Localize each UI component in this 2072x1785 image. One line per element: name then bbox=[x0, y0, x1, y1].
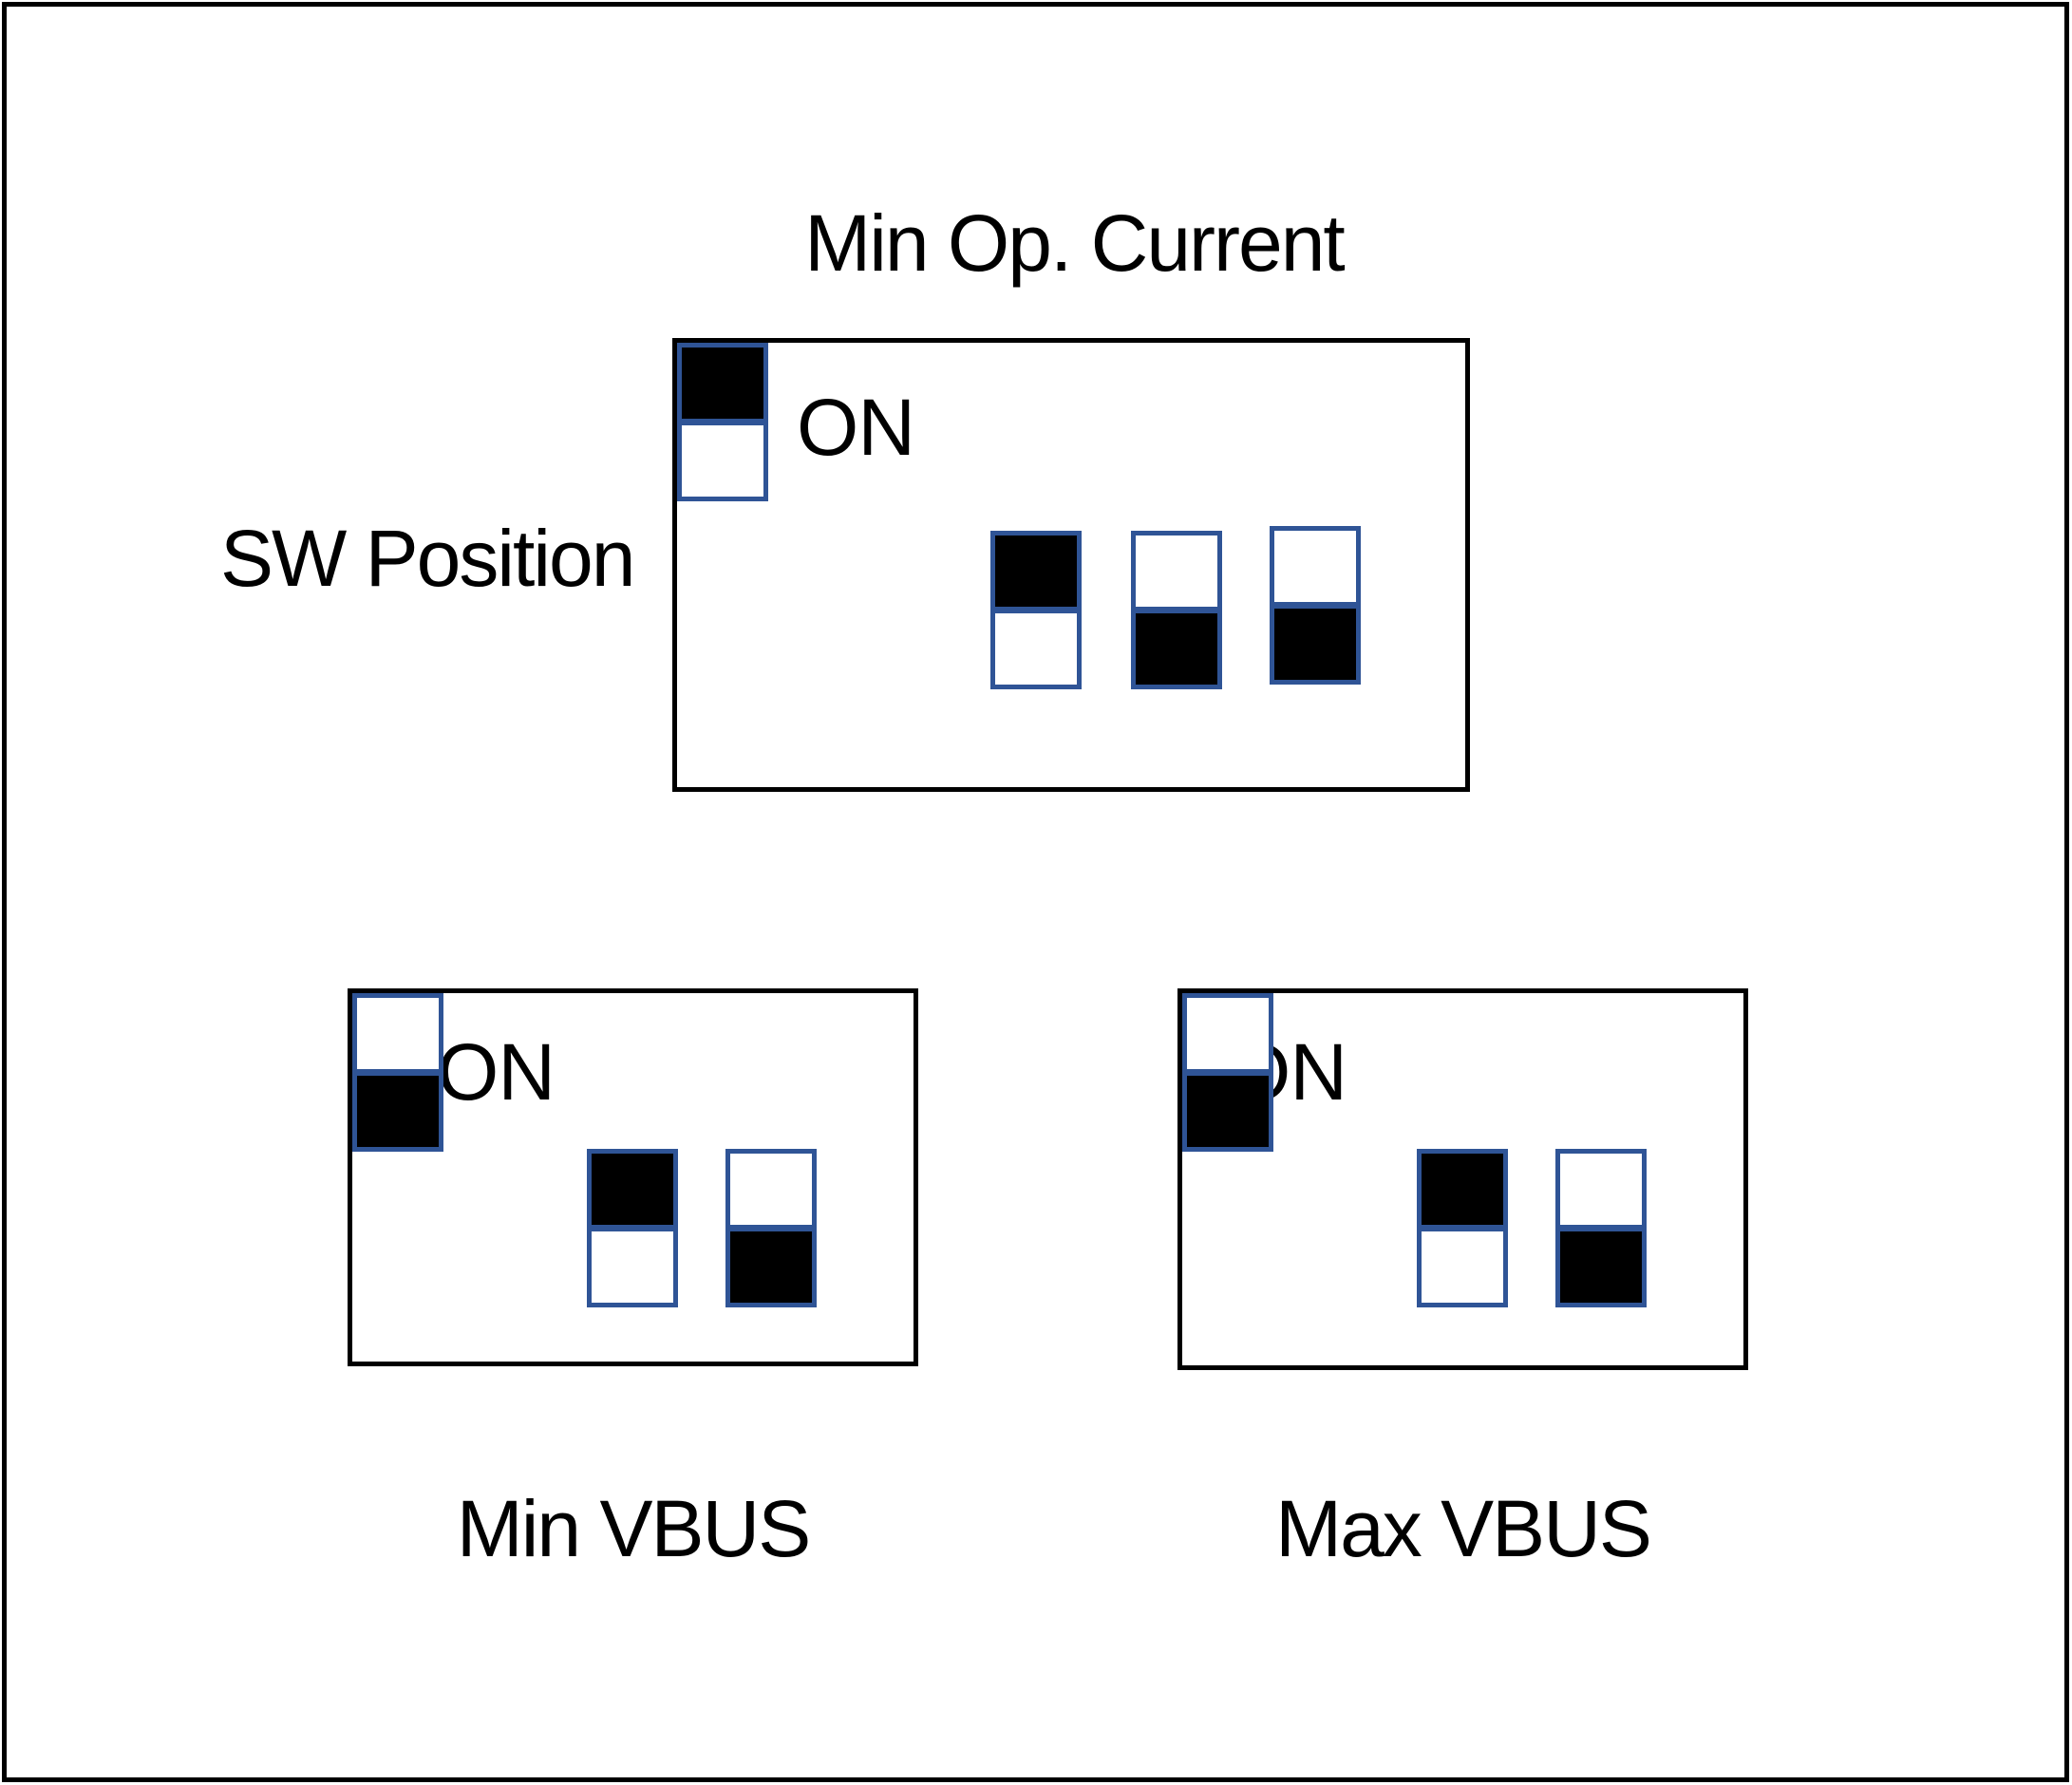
min-vbus-label: Min VBUS bbox=[456, 1484, 811, 1573]
switch-divider bbox=[357, 1069, 439, 1076]
dip-switch-3 bbox=[1270, 526, 1361, 685]
dip-switch-1 bbox=[990, 531, 1082, 689]
dip-switch-2 bbox=[1131, 531, 1222, 689]
dip-switch-1 bbox=[587, 1149, 678, 1307]
switch-divider bbox=[1136, 607, 1217, 613]
on-label: ON bbox=[797, 383, 915, 472]
max-vbus-label: Max VBUS bbox=[1275, 1484, 1652, 1573]
on-label: ON bbox=[437, 1027, 556, 1117]
switch-bottom-half bbox=[1422, 1231, 1503, 1303]
switch-divider bbox=[1187, 1069, 1269, 1076]
switch-bottom-half bbox=[592, 1231, 673, 1303]
switch-divider bbox=[682, 419, 763, 425]
dip-switch-2 bbox=[725, 1149, 817, 1307]
switch-bottom-half bbox=[1560, 1231, 1642, 1303]
dip-box-max-vbus: ON bbox=[1177, 988, 1748, 1370]
sw-position-label: SW Position bbox=[220, 514, 635, 603]
switch-bottom-half bbox=[1274, 609, 1356, 680]
switch-divider bbox=[1560, 1225, 1642, 1231]
dip-switch-4 bbox=[677, 343, 768, 501]
dip-box-min-op-current: ON bbox=[672, 338, 1470, 792]
dip-switch-3 bbox=[1182, 993, 1273, 1152]
dip-switch-1 bbox=[1417, 1149, 1508, 1307]
switch-divider bbox=[730, 1225, 812, 1231]
switch-bottom-half bbox=[357, 1076, 439, 1147]
switch-divider bbox=[1274, 602, 1356, 609]
switch-bottom-half bbox=[1136, 613, 1217, 685]
switch-top-half bbox=[1187, 998, 1269, 1069]
switch-top-half bbox=[1274, 531, 1356, 602]
switch-bottom-half bbox=[730, 1231, 812, 1303]
dip-switch-3 bbox=[352, 993, 443, 1152]
switch-top-half bbox=[682, 348, 763, 419]
title-min-op-current: Min Op. Current bbox=[804, 198, 1346, 288]
dip-box-min-vbus: ON bbox=[348, 988, 918, 1366]
switch-top-half bbox=[730, 1154, 812, 1225]
switch-divider bbox=[592, 1225, 673, 1231]
switch-top-half bbox=[592, 1154, 673, 1225]
switch-top-half bbox=[995, 536, 1077, 607]
switch-divider bbox=[995, 607, 1077, 613]
switch-top-half bbox=[357, 998, 439, 1069]
switch-top-half bbox=[1560, 1154, 1642, 1225]
switch-top-half bbox=[1422, 1154, 1503, 1225]
switch-bottom-half bbox=[995, 613, 1077, 685]
switch-top-half bbox=[1136, 536, 1217, 607]
switch-bottom-half bbox=[682, 425, 763, 497]
switch-divider bbox=[1422, 1225, 1503, 1231]
dip-switch-2 bbox=[1555, 1149, 1647, 1307]
switch-bottom-half bbox=[1187, 1076, 1269, 1147]
